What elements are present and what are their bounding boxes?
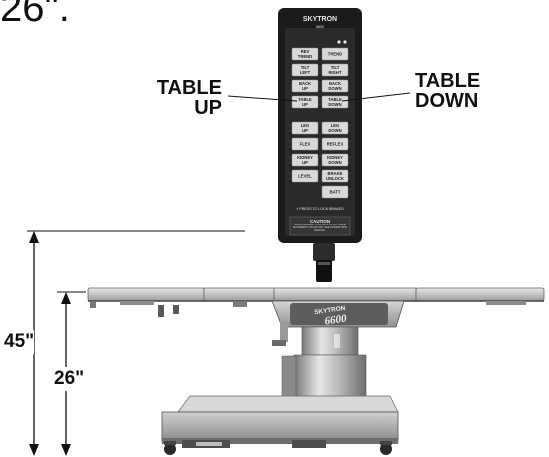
table-up-callout-line1: TABLE: [156, 77, 222, 99]
pendant-button-text: KIDNEY: [297, 155, 313, 160]
pendant-button-text: UP: [302, 160, 308, 165]
indicator-led-left: [337, 40, 341, 44]
pendant-button-trend[interactable]: TREND: [321, 47, 349, 61]
pendant-button-text: UP: [302, 102, 308, 107]
pendant-button-text: FLEX: [300, 142, 311, 147]
table-down-callout: TABLE DOWN: [415, 71, 505, 111]
column-hub: SKYTRON 6600: [271, 300, 405, 346]
pendant-button-text: REFLEX: [327, 142, 344, 147]
pendant-button-text: BRAKE: [328, 171, 343, 176]
pendant-button-text: DOWN: [328, 160, 341, 165]
pendant-button-text: UNLOCK: [326, 176, 344, 181]
pendant-button-text: DOWN: [328, 128, 341, 133]
pendant-connector-tip: [316, 260, 332, 282]
pendant-brake-note: † PRESS TO LOCK BRAKES: [296, 207, 344, 211]
pendant-button-text: TILT: [331, 65, 340, 70]
table-up-callout: TABLE UP: [150, 78, 222, 118]
pendant-button-text: TILT: [301, 65, 310, 70]
caster-front-right: [380, 443, 392, 455]
base: [161, 395, 399, 455]
caution-text: HAND PENDANT CONTROL OF OR TABLE MOVEMEN…: [293, 224, 347, 232]
pendant-button-text: LEFT: [300, 70, 311, 75]
pendant-button-text: TABLE: [328, 97, 342, 102]
pendant-button-text: BACK: [329, 81, 341, 86]
head-section: [87, 287, 205, 302]
pendant-button-text: BACK: [299, 81, 311, 86]
max-height-label: 45": [4, 330, 35, 354]
table-up-callout-line2: UP: [194, 97, 222, 119]
pendant-button-batt[interactable]: BATT: [321, 185, 349, 199]
pendant-button-text: TREND: [328, 52, 342, 57]
min-height-label: 26": [54, 367, 85, 391]
table-brand: SKYTRON: [314, 305, 346, 316]
pendant-button-text: KIDNEY: [327, 155, 343, 160]
leg-section: [415, 287, 545, 302]
table-down-callout-line1: TABLE: [415, 70, 481, 92]
pendant-button-text: RIGHT: [328, 70, 341, 75]
table-model: 6600: [324, 312, 348, 327]
base-body: [161, 411, 399, 443]
pendant-button-text: TREND: [298, 54, 312, 59]
callout-leaders: [227, 92, 411, 102]
table-down-leader: [341, 92, 411, 102]
pendant-button-level[interactable]: LEVEL: [291, 169, 319, 183]
indicator-led-right: [343, 40, 347, 44]
pendant-button-text: BATT: [330, 190, 341, 195]
pendant-button-flex[interactable]: FLEX: [291, 137, 319, 151]
upper-column: [301, 326, 359, 356]
pendant-button-reflex[interactable]: REFLEX: [321, 137, 349, 151]
caster-front-left: [164, 443, 176, 455]
pendant-button-text: UP: [302, 86, 308, 91]
pendant-button-text: LEVEL: [298, 174, 312, 179]
pendant-button-text: UP: [302, 128, 308, 133]
pendant-brand: SKYTRON: [303, 16, 337, 23]
pendant-button-text: REV: [301, 49, 310, 54]
pendant-button-text: DOWN: [328, 102, 341, 107]
caution-title: CAUTION: [310, 219, 330, 224]
table-down-callout-line2: DOWN: [415, 90, 479, 112]
pendant-button-text: LEG: [331, 123, 340, 128]
header-fragment: 26".: [0, 0, 70, 30]
table-up-leader: [227, 95, 298, 102]
pendant-button-text: TABLE: [298, 97, 312, 102]
back-section: [203, 287, 275, 302]
caution-label: [289, 216, 351, 236]
seat-section: [273, 287, 417, 302]
pendant-model: 6600: [316, 25, 324, 29]
pendant-button-text: DOWN: [328, 86, 341, 91]
pendant-connector: [313, 243, 335, 261]
pendant-button-text: LEG: [301, 123, 310, 128]
